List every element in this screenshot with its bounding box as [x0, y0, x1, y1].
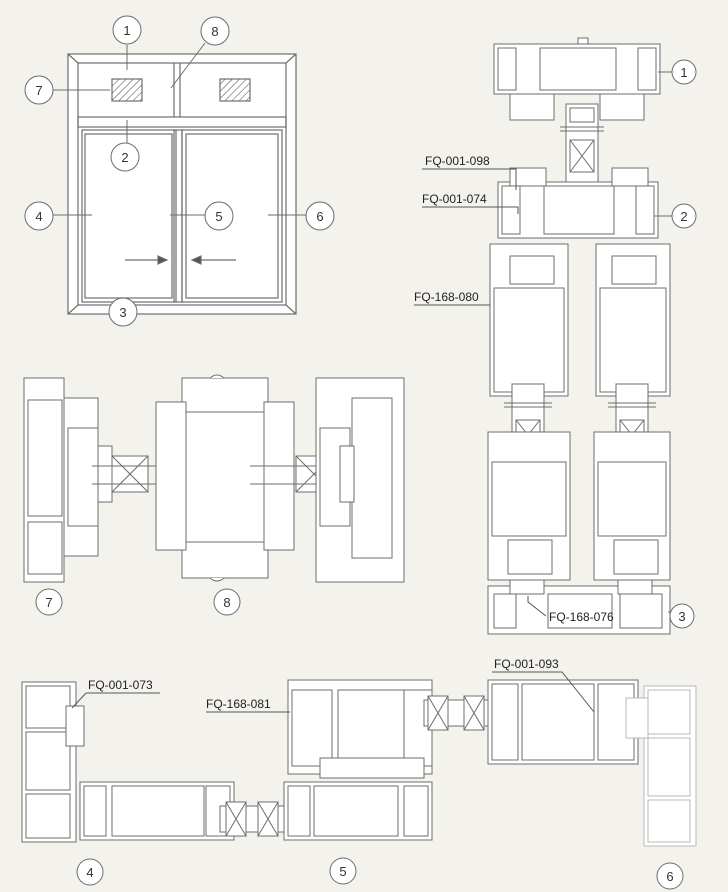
- horizontal-section-7-8: [23, 374, 405, 583]
- part-code-fq-168-081: FQ-168-081: [206, 697, 271, 711]
- part-code-fq-001-093: FQ-001-093: [494, 657, 559, 671]
- callout-circle: [200, 16, 230, 46]
- callout-circle: [656, 862, 684, 890]
- section-label-6: 6: [666, 869, 673, 884]
- inner-frame: [77, 62, 287, 306]
- callout-7: 7: [35, 83, 42, 98]
- callout-5: 5: [215, 209, 222, 224]
- part-code-fq-001-073: FQ-001-073: [88, 678, 153, 692]
- horizontal-section-4-5-6: [21, 679, 639, 843]
- section-label-5: 5: [339, 864, 346, 879]
- part-code-fq-168-080: FQ-168-080: [414, 290, 479, 304]
- window-elevation: [67, 53, 297, 315]
- callout-circle: [204, 201, 234, 231]
- section-label-3: 3: [678, 609, 685, 624]
- part-code-fq-001-098: FQ-001-098: [425, 154, 490, 168]
- callout-4: 4: [35, 209, 42, 224]
- callout-circle: [669, 603, 695, 629]
- vertical-section-profiles: [487, 37, 671, 635]
- callout-circle: [112, 15, 142, 45]
- right-vent-hatch: [219, 78, 251, 102]
- transom-bar: [77, 116, 287, 128]
- callout-circle: [76, 858, 104, 886]
- section-label-8: 8: [223, 595, 230, 610]
- callout-3: 3: [119, 305, 126, 320]
- part-code-fq-001-074: FQ-001-074: [422, 192, 487, 206]
- section-label-1: 1: [680, 65, 687, 80]
- callout-circle: [305, 201, 335, 231]
- callout-circle: [671, 59, 697, 85]
- callout-circle: [108, 297, 138, 327]
- callout-circle: [213, 588, 241, 616]
- callout-2: 2: [121, 150, 128, 165]
- left-vent-hatch: [111, 78, 143, 102]
- section-label-2: 2: [680, 209, 687, 224]
- section-label-4: 4: [86, 865, 93, 880]
- callout-circle: [24, 75, 54, 105]
- callout-circle: [110, 142, 140, 172]
- callout-circle: [35, 588, 63, 616]
- callout-6: 6: [316, 209, 323, 224]
- callout-1: 1: [123, 23, 130, 38]
- callout-circle: [329, 857, 357, 885]
- callout-circle: [24, 201, 54, 231]
- section-label-7: 7: [45, 595, 52, 610]
- frame-6-faded: [625, 685, 697, 847]
- callout-circle: [671, 203, 697, 229]
- callout-8: 8: [211, 24, 218, 39]
- part-code-fq-168-076: FQ-168-076: [549, 610, 614, 624]
- interlock-bar: [173, 129, 183, 303]
